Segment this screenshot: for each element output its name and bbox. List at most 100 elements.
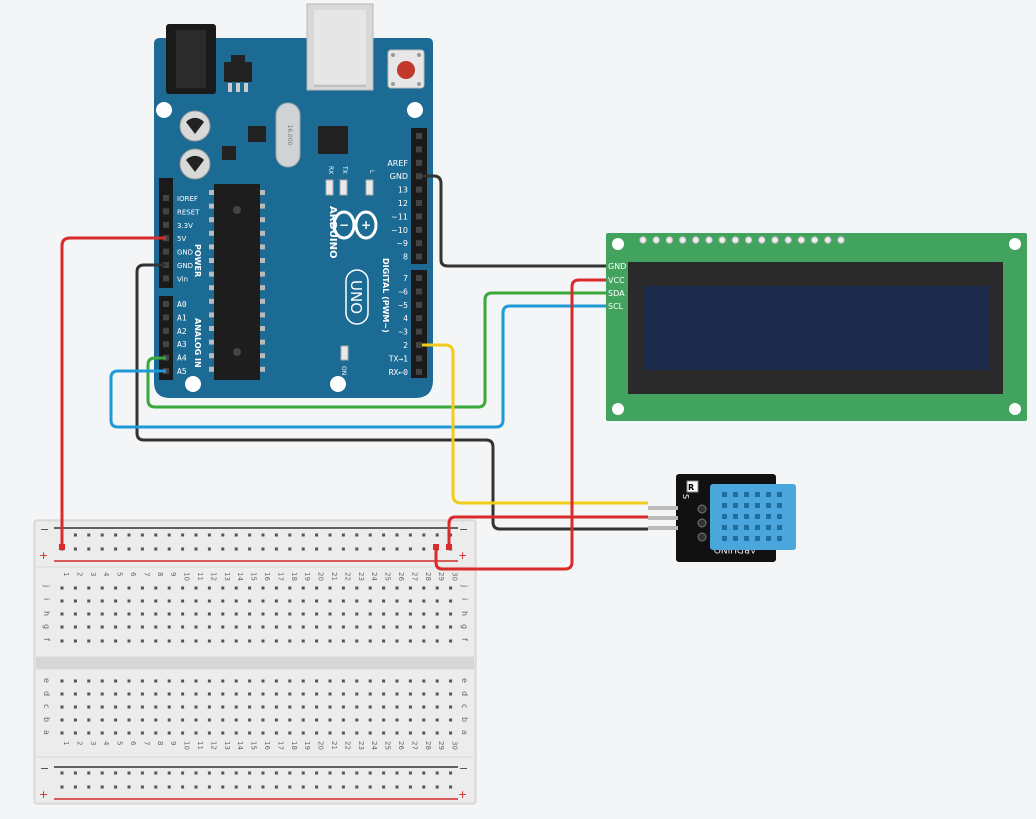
terminal-hole[interactable]	[395, 586, 399, 590]
terminal-hole[interactable]	[181, 612, 185, 616]
terminal-hole[interactable]	[100, 692, 104, 696]
rail-hole[interactable]	[449, 771, 453, 775]
terminal-hole[interactable]	[194, 692, 198, 696]
rail-hole[interactable]	[248, 785, 252, 789]
wire-sda-to-lcd[interactable]	[146, 291, 606, 409]
terminal-hole[interactable]	[274, 586, 278, 590]
terminal-hole[interactable]	[140, 639, 144, 643]
terminal-hole[interactable]	[248, 731, 252, 735]
rail-hole[interactable]	[341, 533, 345, 537]
rail-hole[interactable]	[355, 533, 359, 537]
terminal-hole[interactable]	[100, 612, 104, 616]
rail-hole[interactable]	[221, 533, 225, 537]
rail-hole[interactable]	[114, 771, 118, 775]
terminal-hole[interactable]	[449, 586, 453, 590]
header-socket[interactable]	[163, 341, 169, 348]
terminal-hole[interactable]	[248, 679, 252, 683]
terminal-hole[interactable]	[221, 731, 225, 735]
rail-hole[interactable]	[395, 771, 399, 775]
terminal-hole[interactable]	[154, 639, 158, 643]
terminal-hole[interactable]	[408, 586, 412, 590]
rail-hole[interactable]	[181, 533, 185, 537]
terminal-hole[interactable]	[127, 692, 131, 696]
sensor-pin-vcc[interactable]	[648, 516, 678, 520]
terminal-hole[interactable]	[114, 625, 118, 629]
terminal-hole[interactable]	[368, 599, 372, 603]
header-socket[interactable]	[163, 221, 169, 228]
wire-gnd-to-lcd[interactable]	[422, 174, 606, 268]
terminal-hole[interactable]	[435, 586, 439, 590]
header-socket[interactable]	[416, 186, 422, 193]
terminal-hole[interactable]	[328, 731, 332, 735]
terminal-hole[interactable]	[234, 586, 238, 590]
rail-hole[interactable]	[261, 771, 265, 775]
terminal-hole[interactable]	[167, 718, 171, 722]
terminal-hole[interactable]	[154, 599, 158, 603]
rail-hole[interactable]	[167, 533, 171, 537]
terminal-hole[interactable]	[127, 731, 131, 735]
rail-hole[interactable]	[114, 533, 118, 537]
terminal-hole[interactable]	[449, 731, 453, 735]
terminal-hole[interactable]	[87, 599, 91, 603]
wires[interactable]	[60, 174, 648, 571]
terminal-hole[interactable]	[73, 692, 77, 696]
rail-hole[interactable]	[261, 785, 265, 789]
arduino-uno-board[interactable]: 16.000 RX TX L ON − + ARDUINO UNO	[154, 3, 433, 398]
header-socket[interactable]	[416, 226, 422, 233]
rail-hole[interactable]	[288, 533, 292, 537]
terminal-holes-bottom[interactable]	[60, 679, 453, 735]
terminal-hole[interactable]	[127, 679, 131, 683]
terminal-hole[interactable]	[355, 625, 359, 629]
terminal-hole[interactable]	[315, 731, 319, 735]
terminal-hole[interactable]	[221, 692, 225, 696]
terminal-hole[interactable]	[301, 586, 305, 590]
rail-hole[interactable]	[154, 771, 158, 775]
header-socket[interactable]	[416, 146, 422, 153]
terminal-hole[interactable]	[382, 625, 386, 629]
header-socket[interactable]	[416, 200, 422, 206]
terminal-hole[interactable]	[181, 586, 185, 590]
rail-hole[interactable]	[194, 785, 198, 789]
terminal-hole[interactable]	[127, 599, 131, 603]
wire-gnd-to-sensor[interactable]	[135, 263, 648, 531]
wire-sensor-vcc-to-rail[interactable]	[447, 515, 648, 548]
terminal-hole[interactable]	[221, 599, 225, 603]
terminal-hole[interactable]	[127, 705, 131, 709]
rail-hole[interactable]	[207, 785, 211, 789]
terminal-hole[interactable]	[449, 625, 453, 629]
terminal-hole[interactable]	[288, 625, 292, 629]
rail-hole[interactable]	[315, 533, 319, 537]
terminal-hole[interactable]	[422, 599, 426, 603]
terminal-hole[interactable]	[288, 692, 292, 696]
terminal-hole[interactable]	[328, 586, 332, 590]
rail-hole[interactable]	[207, 771, 211, 775]
rail-hole[interactable]	[301, 547, 305, 551]
rail-hole[interactable]	[140, 785, 144, 789]
terminal-hole[interactable]	[100, 731, 104, 735]
reset-button-cap[interactable]	[397, 61, 415, 79]
rail-hole[interactable]	[288, 785, 292, 789]
rail-hole[interactable]	[127, 785, 131, 789]
terminal-hole[interactable]	[435, 625, 439, 629]
rail-hole[interactable]	[382, 547, 386, 551]
terminal-hole[interactable]	[315, 599, 319, 603]
rail-hole[interactable]	[73, 785, 77, 789]
terminal-hole[interactable]	[127, 718, 131, 722]
terminal-hole[interactable]	[328, 718, 332, 722]
digital-header-low[interactable]	[411, 270, 427, 378]
terminal-hole[interactable]	[261, 718, 265, 722]
terminal-hole[interactable]	[382, 679, 386, 683]
terminal-hole[interactable]	[194, 705, 198, 709]
terminal-hole[interactable]	[422, 692, 426, 696]
rail-hole[interactable]	[221, 771, 225, 775]
rail-hole[interactable]	[422, 533, 426, 537]
terminal-hole[interactable]	[408, 679, 412, 683]
rail-hole[interactable]	[181, 785, 185, 789]
header-socket[interactable]	[416, 315, 422, 322]
header-socket[interactable]	[416, 275, 422, 281]
header-socket[interactable]	[416, 342, 422, 348]
terminal-hole[interactable]	[368, 586, 372, 590]
terminal-hole[interactable]	[221, 625, 225, 629]
terminal-hole[interactable]	[194, 625, 198, 629]
rail-hole[interactable]	[234, 547, 238, 551]
